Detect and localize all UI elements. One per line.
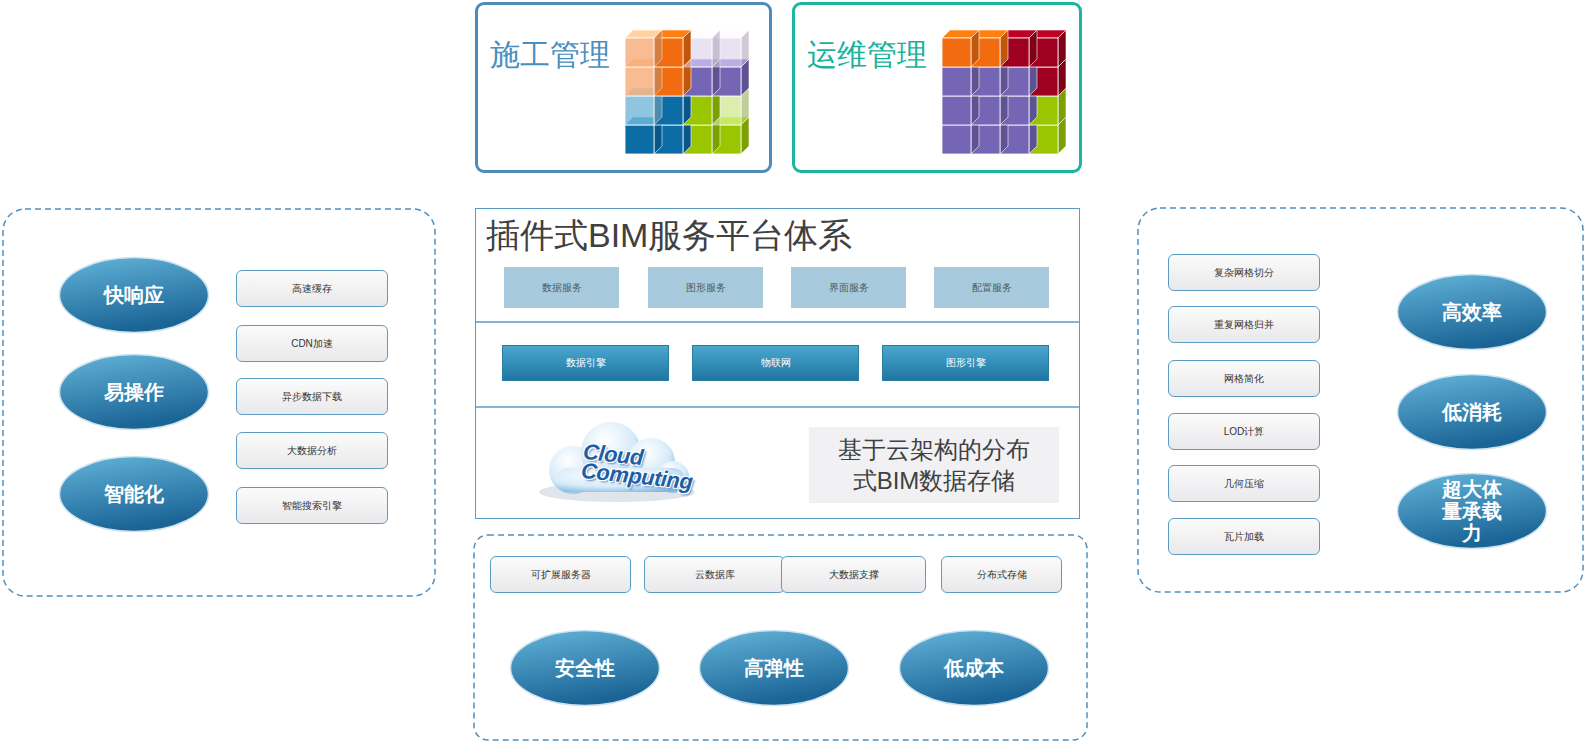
service-box: 配置服务: [934, 267, 1049, 308]
service-box: 图形服务: [648, 267, 763, 308]
technique-box: 异步数据下载: [236, 378, 388, 415]
technique-box: 大数据支撑: [781, 556, 926, 593]
ellipse-outline: [60, 355, 209, 430]
node-text: 插件式BIM服务平台体系: [486, 213, 852, 259]
ellipse-outline: [511, 631, 660, 706]
feature-ellipse: 易操作: [58, 353, 210, 431]
node-text: 高弹性: [744, 657, 804, 679]
cube: [625, 30, 662, 67]
feature-ellipse: 低消耗: [1396, 373, 1548, 451]
technique-box: CDN加速: [236, 325, 388, 362]
engine-box: 图形引擎: [882, 345, 1049, 381]
node-text: 运维管理: [807, 35, 927, 76]
node-text: 高速缓存: [292, 282, 332, 296]
technique-box: 瓦片加载: [1168, 518, 1320, 555]
node-text: 安全性: [555, 657, 615, 679]
technique-box: 可扩展服务器: [490, 556, 631, 593]
technique-box: 高速缓存: [236, 270, 388, 307]
technique-box: 复杂网格切分: [1168, 254, 1320, 291]
storage-box: 基于云架构的分布式BIM数据存储: [809, 427, 1059, 503]
technique-box: 重复网格归并: [1168, 306, 1320, 343]
cube: [654, 30, 691, 67]
dashed-group: [474, 535, 1087, 740]
divider-line: [475, 406, 1080, 408]
feature-ellipse: 超大体量承载力: [1396, 472, 1548, 550]
dashed-group: [1138, 208, 1583, 592]
feature-ellipse: 快响应: [58, 256, 210, 334]
feature-ellipse: 低成本: [898, 629, 1050, 707]
node-text: 云数据库: [695, 568, 735, 582]
ellipse-outline: [900, 631, 1049, 706]
cloud-label: Cloud Computing: [580, 442, 701, 492]
ellipse-outline: [60, 258, 209, 333]
technique-box: 智能搜索引擎: [236, 487, 388, 524]
ellipse-outline: [700, 631, 849, 706]
feature-ellipse: 高弹性: [698, 629, 850, 707]
node-text: 重复网格归并: [1214, 318, 1274, 332]
technique-box: 云数据库: [644, 556, 785, 593]
node-text: 快响应: [104, 284, 164, 306]
node-text: 基于云架构的分布式BIM数据存储: [829, 434, 1039, 496]
node-text: 网格简化: [1224, 372, 1264, 386]
node-text: 数据引擎: [566, 356, 606, 370]
cube: [971, 30, 1008, 67]
technique-box: LOD计算: [1168, 413, 1320, 450]
platform-box: 插件式BIM服务平台体系数据服务 图形服务 界面服务 配置服务数据引擎 物联网 图形引擎基…: [475, 208, 1080, 519]
node-text: 界面服务: [829, 281, 869, 295]
cube: [712, 30, 749, 67]
service-box: 数据服务: [504, 267, 619, 308]
technique-box: 网格简化: [1168, 360, 1320, 397]
node-text: 智能搜索引擎: [282, 499, 342, 513]
node-text: 异步数据下载: [282, 390, 342, 404]
engine-box: 物联网: [692, 345, 859, 381]
service-box: 界面服务: [791, 267, 906, 308]
cube: [1029, 30, 1066, 67]
engine-box: 数据引擎: [502, 345, 669, 381]
node-text: 几何压缩: [1224, 477, 1264, 491]
node-text: 瓦片加载: [1224, 530, 1264, 544]
ellipse-outline: [1398, 375, 1547, 450]
cube-icon: [624, 29, 750, 155]
node-text: 图形服务: [686, 281, 726, 295]
node-text: CDN加速: [291, 337, 333, 351]
node-text: 物联网: [761, 356, 791, 370]
ellipse-outline: [60, 457, 209, 532]
feature-ellipse: 安全性: [509, 629, 661, 707]
node-text: 易操作: [104, 381, 164, 403]
node-text: 分布式存储: [977, 568, 1027, 582]
feature-ellipse: 智能化: [58, 455, 210, 533]
node-text: 施工管理: [490, 35, 610, 76]
node-text: 配置服务: [972, 281, 1012, 295]
node-text: 低成本: [944, 657, 1004, 679]
node-text: 智能化: [104, 483, 164, 505]
node-text: 超大体量承载力: [1440, 478, 1504, 544]
node-text: 复杂网格切分: [1214, 266, 1274, 280]
node-text: 低消耗: [1442, 401, 1502, 423]
node-text: 大数据支撑: [829, 568, 879, 582]
ellipse-outline: [1398, 275, 1547, 350]
cube: [1000, 30, 1037, 67]
dashed-group: [3, 209, 435, 596]
node-text: LOD计算: [1224, 425, 1265, 439]
node-text: 数据服务: [542, 281, 582, 295]
node-text: 可扩展服务器: [531, 568, 591, 582]
module-box: 运维管理: [792, 2, 1082, 173]
ellipse-outline: [1398, 474, 1547, 549]
cube: [942, 30, 979, 67]
cube: [683, 30, 720, 67]
technique-box: 大数据分析: [236, 432, 388, 469]
node-text: 大数据分析: [287, 444, 337, 458]
cube-icon: [941, 29, 1067, 155]
module-box: 施工管理: [475, 2, 772, 173]
divider-line: [475, 321, 1080, 323]
node-text: 图形引擎: [946, 356, 986, 370]
technique-box: 几何压缩: [1168, 465, 1320, 502]
feature-ellipse: 高效率: [1396, 273, 1548, 351]
node-text: 高效率: [1442, 301, 1502, 323]
technique-box: 分布式存储: [941, 556, 1062, 593]
